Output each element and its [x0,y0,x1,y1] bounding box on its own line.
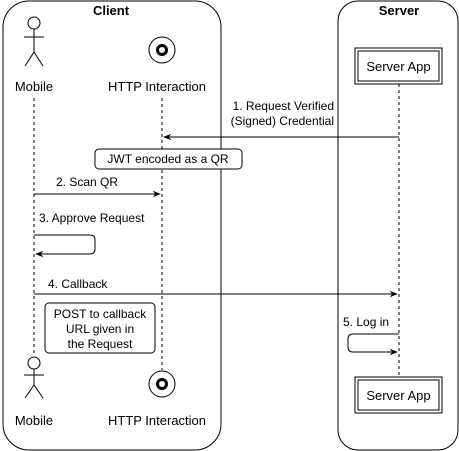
mobile-actor-top-icon [24,16,44,67]
post-note-line3: the Request [68,337,133,351]
m1-label-line1: 1. Request Verified [233,99,334,113]
http-boundary-top-icon [148,36,176,64]
post-note-line1: POST to callback [54,307,147,321]
client-group [2,0,222,451]
http-top-label: HTTP Interaction [108,79,206,94]
post-note [44,302,156,354]
m2-label: 2. Scan QR [56,175,118,189]
http-boundary-bottom-icon [148,370,176,398]
http-bottom-label: HTTP Interaction [108,413,206,428]
m5-arrow [347,333,399,356]
post-note-line2: URL given in [66,322,134,336]
m1-label-line2: (Signed) Credential [231,114,334,128]
server-app-bottom-box [354,376,443,414]
server-group [337,0,459,451]
server-app-top-label: Server App [366,59,430,74]
server-app-bottom-label: Server App [366,388,430,403]
mobile-actor-bottom-icon [24,356,44,399]
jwt-note [94,148,243,170]
m3-label: 3. Approve Request [39,211,145,225]
jwt-note-label: JWT encoded as a QR [107,152,229,166]
server-title: Server [379,3,419,18]
m3-arrow [34,234,96,258]
mobile-top-label: Mobile [15,79,53,94]
server-app-top-box [354,47,443,85]
client-title: Client [93,3,130,18]
mobile-bottom-label: Mobile [15,413,53,428]
m5-label: 5. Log in [343,315,389,329]
m4-label: 4. Callback [48,277,108,291]
